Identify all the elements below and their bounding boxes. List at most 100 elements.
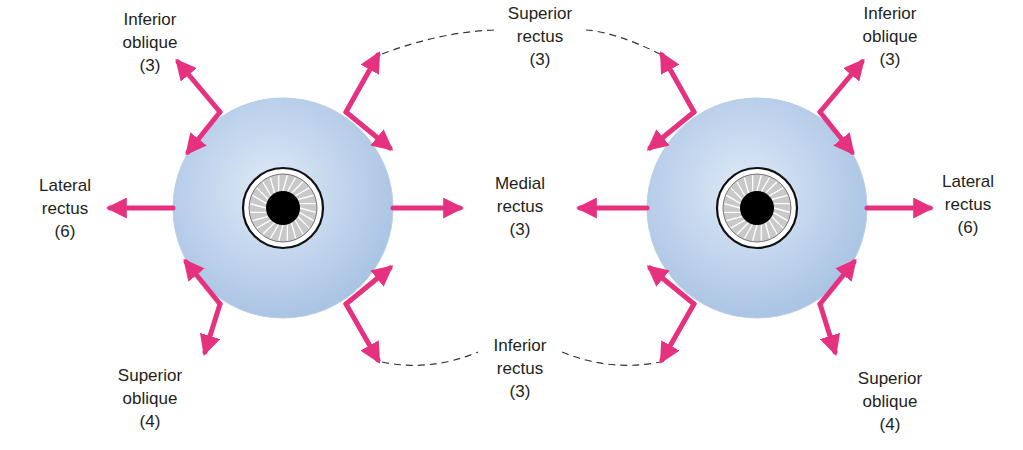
iris-fiber: [253, 217, 269, 221]
iris-fiber: [727, 195, 741, 203]
iris-fiber: [250, 204, 266, 208]
pull-arrow: [662, 55, 694, 112]
nerve-number: (3): [474, 218, 566, 241]
pull-arrow: [188, 112, 220, 152]
iris-fiber: [295, 188, 309, 196]
iris-rim: [243, 168, 323, 248]
iris-fiber: [727, 217, 743, 221]
iris-fiber: [757, 175, 761, 191]
iris-fiber: [250, 212, 266, 213]
muscle-name: Lateral rectus: [922, 170, 1014, 216]
iris-fiber: [744, 178, 748, 194]
iris-fiber: [772, 195, 788, 199]
nerve-number: (4): [844, 413, 936, 436]
iris-fiber: [766, 223, 770, 239]
iris-fiber: [295, 220, 303, 234]
nerve-number: (3): [104, 54, 196, 77]
nerve-number: (3): [474, 380, 566, 403]
pull-arrow: [650, 268, 694, 304]
muscle-name: Medial rectus: [474, 172, 566, 218]
pull-arrow: [820, 304, 835, 352]
iris-fiber: [292, 223, 296, 239]
pupil: [266, 191, 300, 225]
leader-line: [382, 352, 478, 365]
pull-arrow: [820, 262, 854, 304]
iris-fiber: [753, 225, 757, 241]
iris-fiber: [761, 224, 762, 240]
muscle-name: Superior rectus: [494, 2, 586, 48]
iris-fiber: [287, 178, 295, 192]
iris-fiber: [270, 224, 278, 238]
iris-fiber: [257, 188, 268, 200]
iris-fiber: [263, 182, 271, 196]
muscle-name: Inferior rectus: [474, 334, 566, 380]
leader-lines: [382, 30, 660, 365]
iris-fiber: [298, 217, 309, 229]
iris-fiber: [263, 223, 275, 234]
iris-fiber: [737, 182, 745, 196]
muscle-name: Inferior oblique: [104, 8, 196, 54]
iris: [723, 174, 791, 242]
iris-fiber: [731, 220, 745, 228]
eyeball: [173, 98, 393, 318]
iris-fiber: [737, 223, 749, 234]
leader-line: [382, 30, 494, 54]
iris-fiber: [774, 208, 790, 212]
iris-fiber: [773, 203, 789, 204]
sclera: [647, 98, 867, 318]
iris-fiber: [769, 220, 777, 234]
pull-arrow: [662, 304, 694, 360]
iris-fiber: [292, 182, 304, 193]
nerve-number: (3): [494, 48, 586, 71]
iris-fiber: [299, 212, 313, 220]
nerve-number: (3): [844, 48, 936, 71]
iris-fiber: [761, 178, 769, 192]
pull-arrow: [178, 62, 220, 112]
iris: [249, 174, 317, 242]
iris-fiber: [287, 224, 288, 240]
pull-arrow: [346, 268, 390, 304]
pull-arrow: [346, 55, 378, 112]
muscle-name: Superior oblique: [104, 364, 196, 410]
pull-arrow: [346, 304, 378, 360]
pull-arrow: [393, 206, 460, 211]
leader-line: [586, 30, 660, 54]
iris-fiber: [257, 220, 271, 228]
iris-fiber: [724, 212, 740, 213]
iris-fiber: [724, 204, 740, 208]
pull-arrow: [110, 206, 173, 211]
iris-fiber: [773, 212, 787, 220]
iris-fiber: [278, 175, 279, 191]
iris-fiber: [279, 225, 283, 241]
iris-fiber: [283, 175, 287, 191]
iris-fiber: [253, 195, 267, 203]
iris-fiber: [772, 217, 783, 229]
iris-fiber: [744, 224, 752, 238]
pull-arrow: [346, 112, 390, 148]
iris-fiber: [731, 188, 742, 200]
pull-arrow: [580, 206, 647, 211]
leader-line: [562, 352, 660, 365]
muscle-name: Lateral rectus: [19, 174, 111, 220]
muscle-name: Superior oblique: [844, 367, 936, 413]
nerve-number: (6): [922, 216, 1014, 239]
iris-fiber: [298, 195, 314, 199]
pull-arrow: [867, 206, 930, 211]
pull-arrow: [820, 62, 862, 112]
nerve-number: (4): [104, 410, 196, 433]
pupil: [740, 191, 774, 225]
iris-fiber: [270, 178, 274, 194]
pull-arrow: [820, 112, 852, 152]
iris-fiber: [766, 182, 778, 193]
iris-fiber: [300, 208, 316, 212]
iris-rim: [717, 168, 797, 248]
pull-arrow: [650, 112, 694, 148]
nerve-number: (6): [19, 220, 111, 243]
iris-fiber: [299, 203, 315, 204]
sclera: [173, 98, 393, 318]
iris-fiber: [769, 188, 783, 196]
muscle-name: Inferior oblique: [844, 2, 936, 48]
pull-arrow: [205, 304, 220, 352]
pull-arrow: [186, 262, 220, 304]
